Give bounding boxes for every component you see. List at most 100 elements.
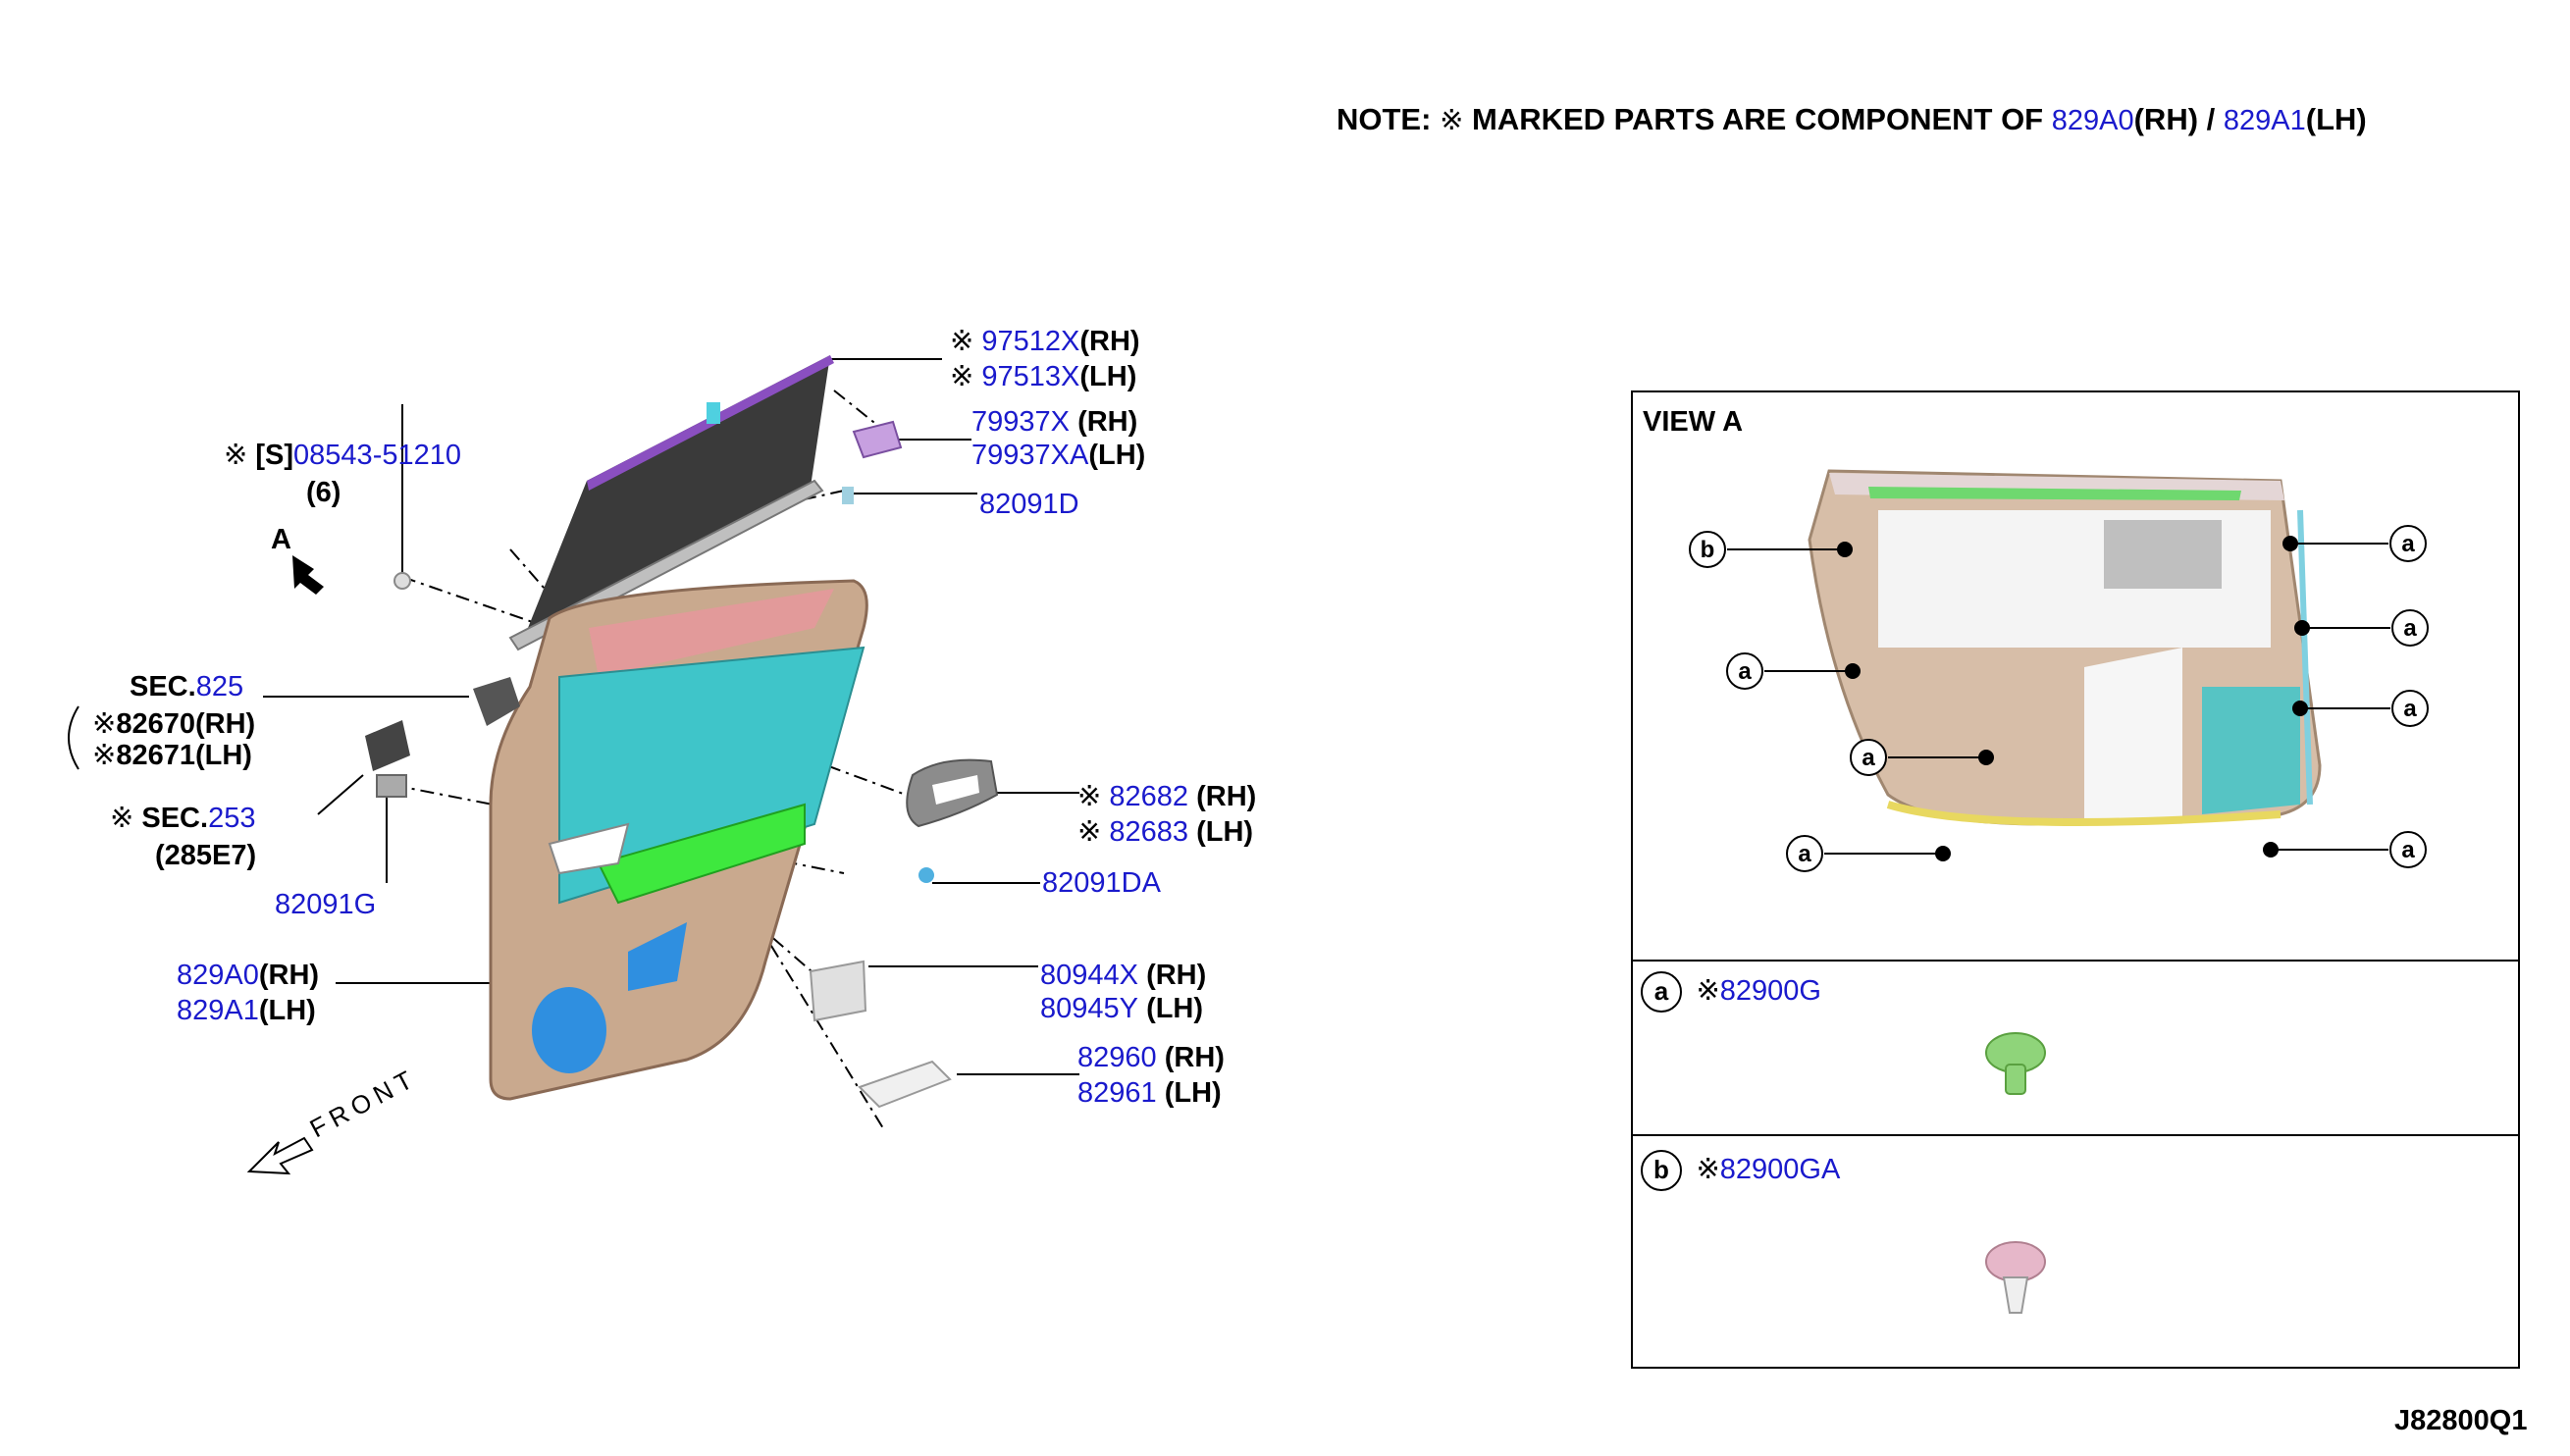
- label-829a1: 829A1(LH): [177, 995, 316, 1027]
- link-80945y[interactable]: 80945Y: [1040, 993, 1138, 1024]
- label-97512x: ※ 97512X(RH): [950, 324, 1140, 358]
- link-82683[interactable]: 82683: [1109, 816, 1189, 848]
- link-79937xa[interactable]: 79937XA: [971, 440, 1089, 471]
- link-82091g[interactable]: 82091G: [275, 889, 377, 920]
- side-lh: (LH): [1079, 361, 1137, 392]
- mark-icon: ※: [224, 440, 248, 471]
- label-sec825: SEC.825: [130, 671, 243, 703]
- view-a-arrow: [292, 555, 324, 595]
- label-sec253-sub: (285E7): [155, 840, 257, 871]
- exploded-diagram: FRONT: [68, 355, 1079, 1175]
- view-a-panel: VIEW A: [1631, 390, 2520, 1369]
- legend-b-line: b ※82900GA: [1641, 1150, 1840, 1191]
- link-82091da[interactable]: 82091DA: [1042, 867, 1161, 899]
- callout-a-letter: a: [1798, 841, 1811, 867]
- label-82960: 82960 (RH): [1077, 1042, 1225, 1074]
- side-rh: (RH): [1146, 960, 1207, 991]
- note-link-829a0[interactable]: 829A0: [2051, 105, 2134, 136]
- mark-icon: ※: [1696, 1154, 1720, 1185]
- label-80944x: 80944X (RH): [1040, 960, 1206, 992]
- link-sec253[interactable]: 253: [208, 803, 256, 834]
- label-82682: ※ 82682 (RH): [1077, 779, 1256, 813]
- label-82091da: 82091DA: [1042, 867, 1161, 900]
- label-829a0: 829A0(RH): [177, 960, 319, 992]
- side-rh: (RH): [1196, 781, 1257, 812]
- legend-b-letter: b: [1641, 1150, 1682, 1191]
- note-text: MARKED PARTS ARE COMPONENT OF: [1472, 102, 2044, 136]
- code-82670[interactable]: 82670: [116, 708, 195, 740]
- side-rh: (RH): [1077, 406, 1138, 438]
- callout-a-letter: a: [2401, 531, 2415, 557]
- callout-circles: [1689, 525, 2429, 872]
- clip-82091d: [842, 487, 854, 504]
- handle-82682: [906, 758, 999, 828]
- legend-row-a: a ※82900G: [1633, 960, 2518, 1136]
- callout-a-letter: a: [1862, 745, 1875, 771]
- link-80944x[interactable]: 80944X: [1040, 960, 1138, 991]
- link-829a1[interactable]: 829A1: [177, 995, 259, 1026]
- screw-08543: [393, 572, 411, 590]
- mark-icon: ※: [92, 708, 117, 740]
- label-82670: ※82670(RH): [92, 706, 255, 741]
- side-rh: (RH): [1079, 326, 1140, 357]
- label-82091d: 82091D: [979, 489, 1079, 521]
- bracket-s: [S]: [255, 440, 294, 471]
- link-82900ga[interactable]: 82900GA: [1719, 1154, 1841, 1185]
- front-label: FRONT: [305, 1063, 423, 1144]
- side-lh: (LH): [1164, 1077, 1222, 1109]
- label-82091g: 82091G: [275, 889, 376, 921]
- code-82671[interactable]: 82671: [116, 740, 195, 771]
- label-sec253: ※ SEC.253: [110, 801, 255, 835]
- diagram-id: J82800Q1: [2394, 1405, 2528, 1436]
- label-80945y: 80945Y (LH): [1040, 993, 1203, 1025]
- bracket-82960: [858, 1060, 952, 1109]
- link-82961[interactable]: 82961: [1077, 1077, 1157, 1109]
- label-79937x: 79937X (RH): [971, 406, 1137, 439]
- mark-icon: ※: [1696, 975, 1720, 1007]
- label-08543: ※ [S]08543-51210: [224, 438, 461, 472]
- legend-a-letter: a: [1641, 971, 1682, 1013]
- side-lh: (LH): [1146, 993, 1204, 1024]
- sec253-part: [376, 774, 407, 798]
- label-82671: ※82671(LH): [92, 738, 252, 772]
- view-a-marker: A: [271, 524, 291, 555]
- callout-a-letter: a: [1738, 658, 1752, 685]
- link-82900g[interactable]: 82900G: [1719, 975, 1821, 1007]
- legend-a-line: a ※82900G: [1641, 971, 1821, 1013]
- mark-icon: ※: [950, 361, 974, 392]
- link-97513x[interactable]: 97513X: [981, 361, 1080, 392]
- mark-icon: ※: [1077, 816, 1102, 848]
- label-82683: ※ 82683 (LH): [1077, 814, 1253, 849]
- label-08543-qty: (6): [306, 477, 341, 508]
- callout-a-letter: a: [2403, 615, 2417, 642]
- side-lh: (LH): [1088, 440, 1146, 471]
- clip-82091da: [918, 867, 934, 883]
- paren-82670: [68, 705, 79, 770]
- switch-82670: [365, 720, 410, 771]
- link-829a0[interactable]: 829A0: [177, 960, 259, 991]
- clip-82900g-icon: [1985, 1032, 2046, 1095]
- link-82682[interactable]: 82682: [1109, 781, 1189, 812]
- note-prefix: NOTE:: [1337, 102, 1432, 136]
- link-sec825[interactable]: 825: [195, 671, 244, 702]
- link-82091d[interactable]: 82091D: [979, 489, 1079, 520]
- mark-icon: ※: [1077, 781, 1102, 812]
- link-08543-51210[interactable]: 08543-51210: [293, 440, 461, 471]
- callout-a-letter: a: [2401, 837, 2415, 863]
- note-link-829a1[interactable]: 829A1: [2223, 105, 2306, 136]
- label-82961: 82961 (LH): [1077, 1077, 1222, 1110]
- sec825-part: [473, 677, 520, 726]
- side-lh: (LH): [1196, 816, 1254, 848]
- label-97513x: ※ 97513X(LH): [950, 359, 1136, 393]
- legend-row-b: b ※82900GA: [1633, 1134, 2518, 1371]
- door-trim: [489, 579, 868, 1101]
- side-rh: (RH): [194, 708, 256, 740]
- side-rh: (RH): [1164, 1042, 1225, 1073]
- switch-79937x: [852, 420, 903, 459]
- sec-prefix: SEC.: [130, 671, 196, 702]
- mark-icon: ※: [92, 740, 117, 771]
- side-lh: (LH): [258, 995, 316, 1026]
- link-79937x[interactable]: 79937X: [971, 406, 1070, 438]
- link-82960[interactable]: 82960: [1077, 1042, 1157, 1073]
- link-97512x[interactable]: 97512X: [981, 326, 1080, 357]
